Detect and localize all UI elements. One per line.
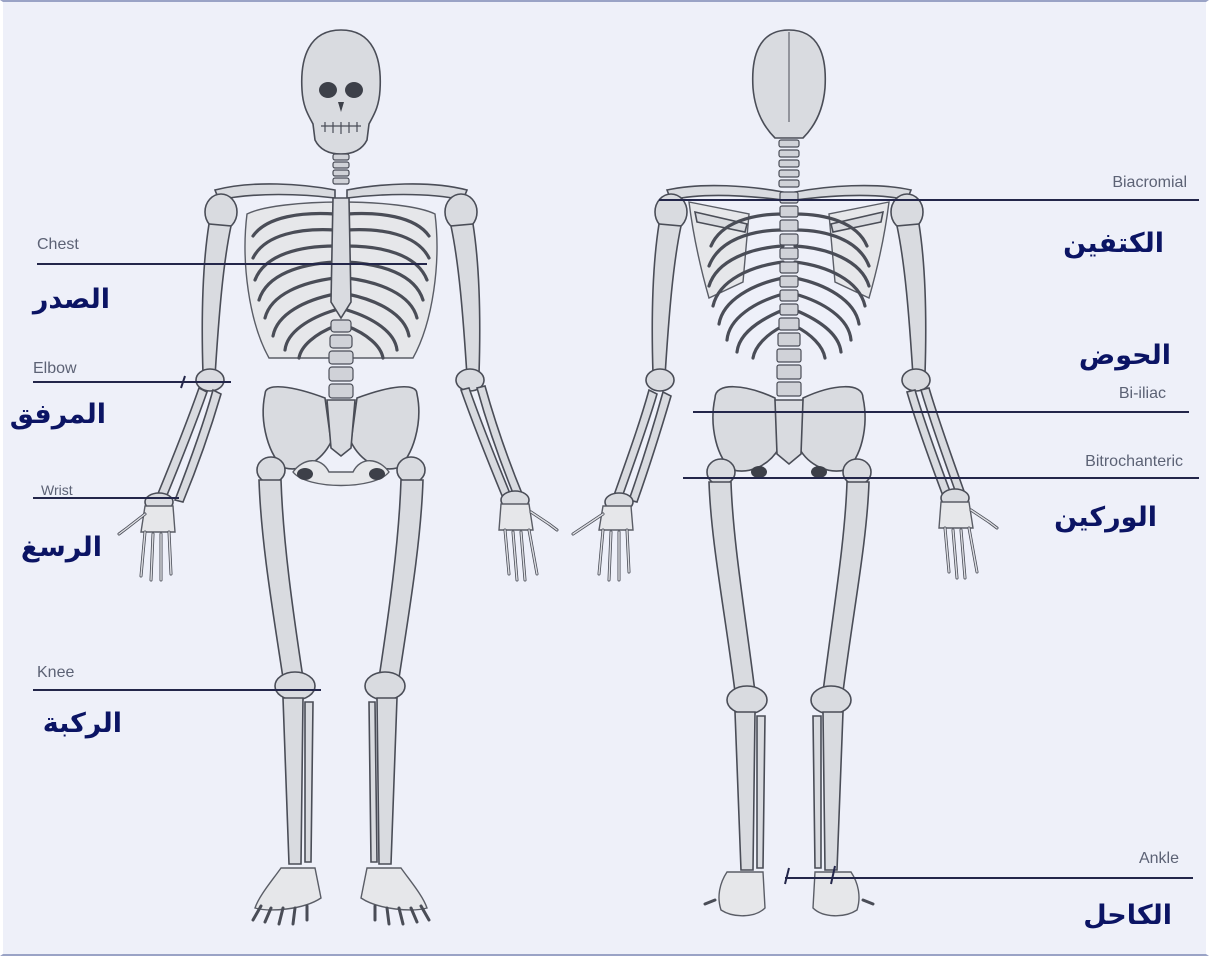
ankle-label-ar: الكاحل: [1083, 900, 1172, 931]
wrist-label: Wrist: [41, 482, 73, 498]
biacromial-label: Biacromial: [1112, 174, 1187, 192]
bitrochanteric-label-ar: الوركين: [1054, 502, 1157, 533]
knee-label-ar: الركبة: [43, 708, 122, 739]
ankle-tick: [785, 868, 789, 884]
front-skeleton: [119, 30, 557, 924]
back-skeleton: [573, 30, 997, 916]
wrist-label-ar: الرسغ: [21, 532, 102, 563]
knee-label: Knee: [37, 664, 74, 682]
ankle-label: Ankle: [1139, 850, 1179, 868]
chest-label-ar: الصدر: [33, 284, 110, 315]
biacromial-label-ar: الكتفين: [1063, 228, 1164, 259]
pelvis-label-ar: الحوض: [1079, 340, 1171, 371]
biiliac-label: Bi-iliac: [1119, 385, 1166, 403]
elbow-label-ar: المرفق: [10, 399, 106, 430]
skeleton-illustration: [3, 2, 1206, 954]
elbow-label: Elbow: [33, 360, 77, 378]
bitrochanteric-label: Bitrochanteric: [1085, 453, 1183, 471]
chest-label: Chest: [37, 236, 79, 254]
